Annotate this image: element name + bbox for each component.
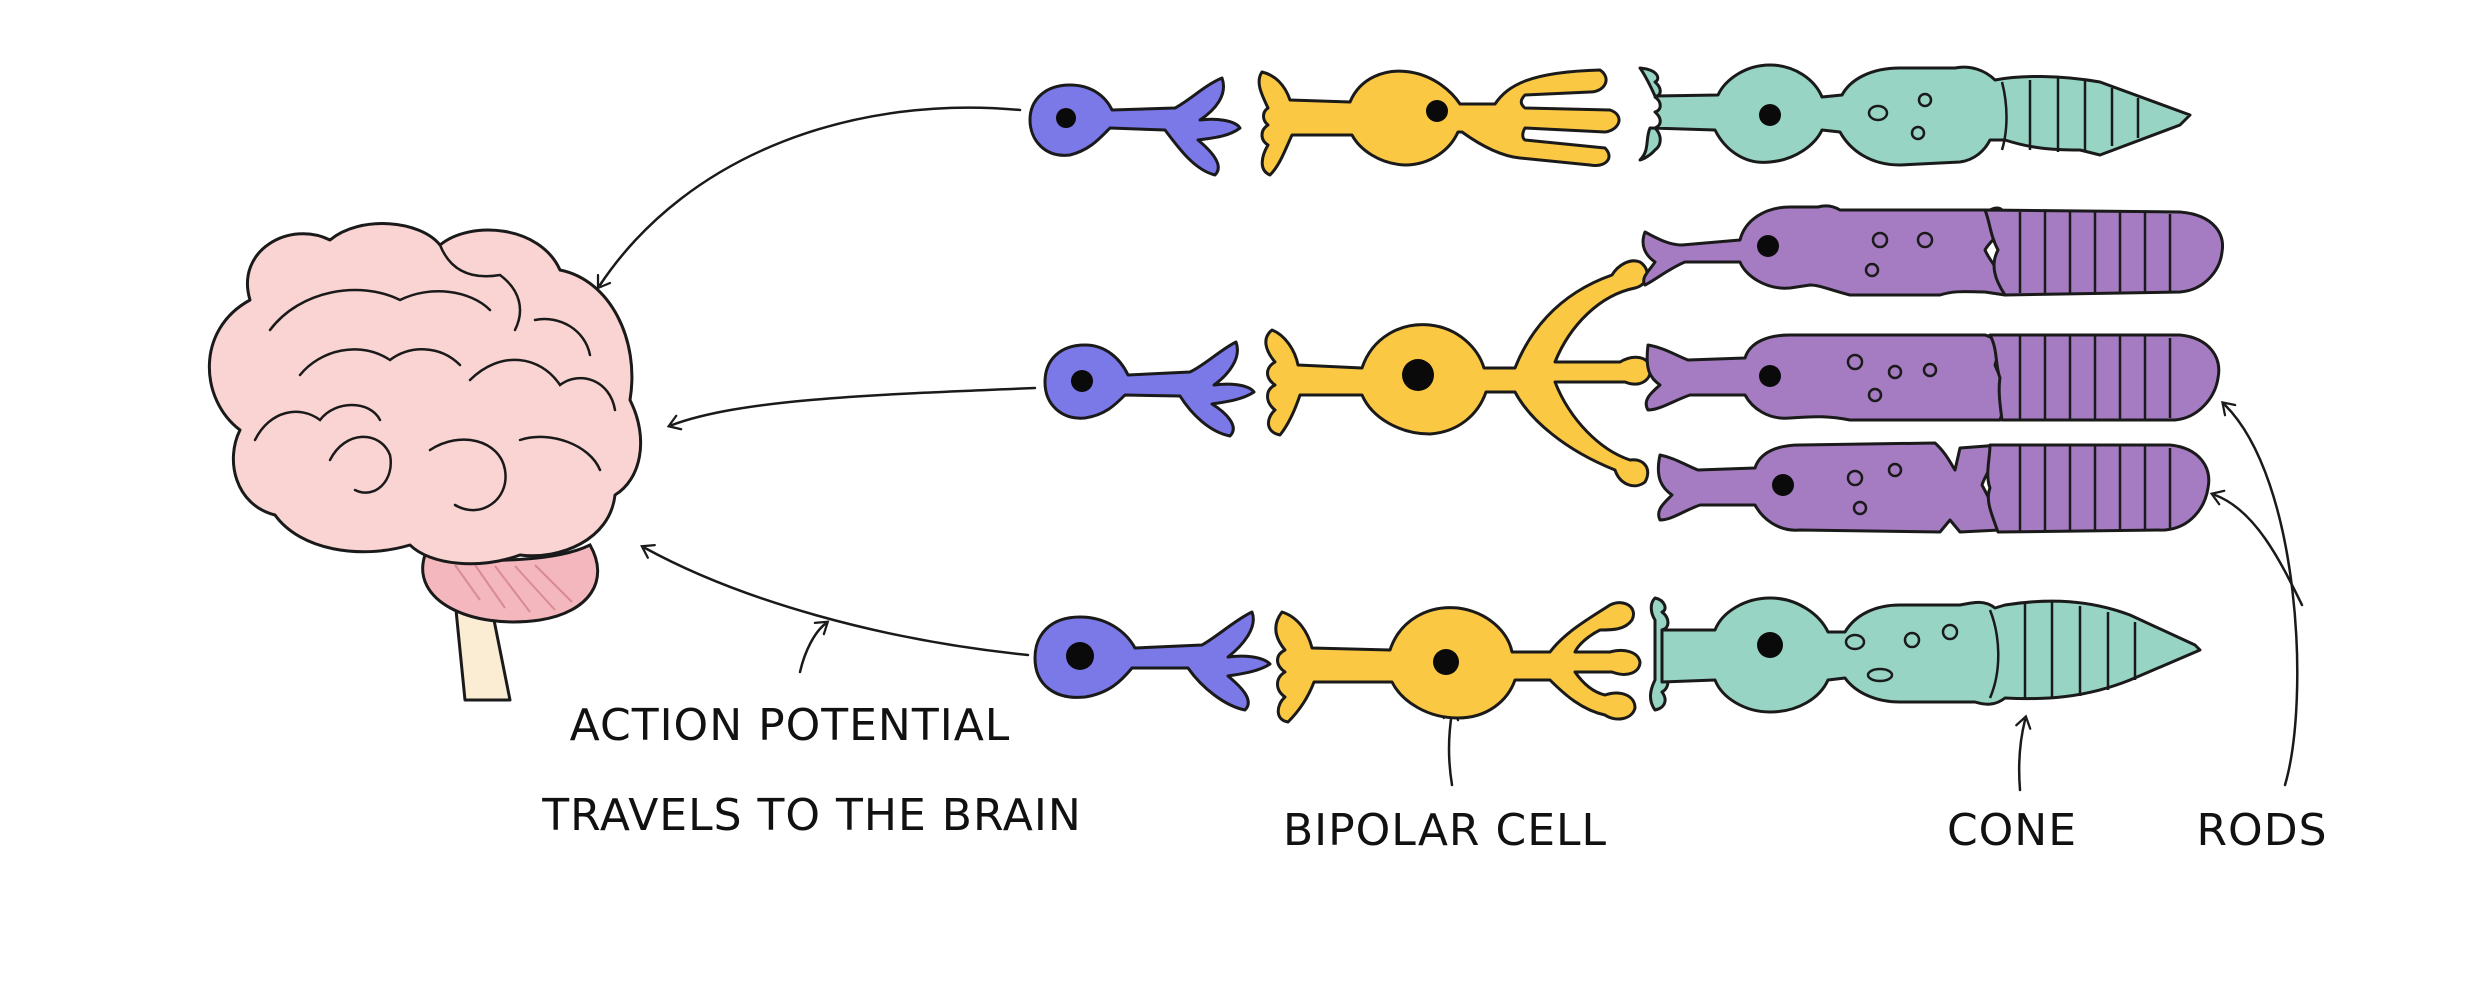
label-cone: CONE xyxy=(1947,805,2077,856)
arrow-action-label xyxy=(798,620,830,674)
cone-cell-bottom xyxy=(1649,596,2202,714)
nucleus xyxy=(1759,104,1781,126)
label-action-potential: ACTION POTENTIAL xyxy=(570,700,1011,751)
nucleus xyxy=(1066,642,1094,670)
cerebrum xyxy=(207,222,643,566)
ganglion-cell-middle xyxy=(1043,340,1256,438)
arrow-bottom-to-brain xyxy=(640,544,1030,657)
bipolar-cell-bottom xyxy=(1274,601,1642,724)
bipolar-cell-top xyxy=(1257,68,1621,177)
arrow-middle-to-brain xyxy=(666,386,1037,431)
ganglion-cell-top xyxy=(1028,76,1242,177)
nucleus xyxy=(1757,235,1779,257)
nucleus xyxy=(1426,100,1448,122)
arrow-top-to-brain xyxy=(596,106,1022,290)
rod-cell-1 xyxy=(1641,204,2224,297)
nucleus xyxy=(1772,474,1794,496)
brain xyxy=(207,222,643,702)
nucleus xyxy=(1056,108,1076,128)
labels: ACTION POTENTIAL TRAVELS TO THE BRAIN BI… xyxy=(541,700,2327,856)
nucleus xyxy=(1402,359,1434,391)
bipolar-cell-middle xyxy=(1264,259,1652,488)
nucleus xyxy=(1433,649,1459,675)
cerebellum-hatching xyxy=(454,564,573,613)
arrow-bipolar-label xyxy=(1442,706,1460,787)
signal-arrows xyxy=(596,106,2304,792)
bottom-pathway xyxy=(1033,596,2202,724)
nucleus xyxy=(1759,365,1781,387)
label-rods: RODS xyxy=(2196,805,2327,856)
cone-cell-top xyxy=(1638,63,2192,167)
rod-cell-2 xyxy=(1644,333,2221,422)
brain-gyri xyxy=(253,243,617,512)
rod-cell-3 xyxy=(1656,441,2211,534)
middle-pathway xyxy=(1043,204,2224,534)
arrow-rods-to-rod2 xyxy=(2221,401,2299,787)
nucleus xyxy=(1757,632,1783,658)
ganglion-cell-bottom xyxy=(1033,610,1272,712)
top-pathway xyxy=(1028,63,2192,177)
label-travels-to-brain: TRAVELS TO THE BRAIN xyxy=(541,790,1082,841)
label-bipolar-cell: BIPOLAR CELL xyxy=(1283,805,1607,856)
nucleus xyxy=(1071,370,1093,392)
arrow-cone-label xyxy=(2015,714,2032,792)
arrow-rods-to-rod3 xyxy=(2209,489,2304,607)
